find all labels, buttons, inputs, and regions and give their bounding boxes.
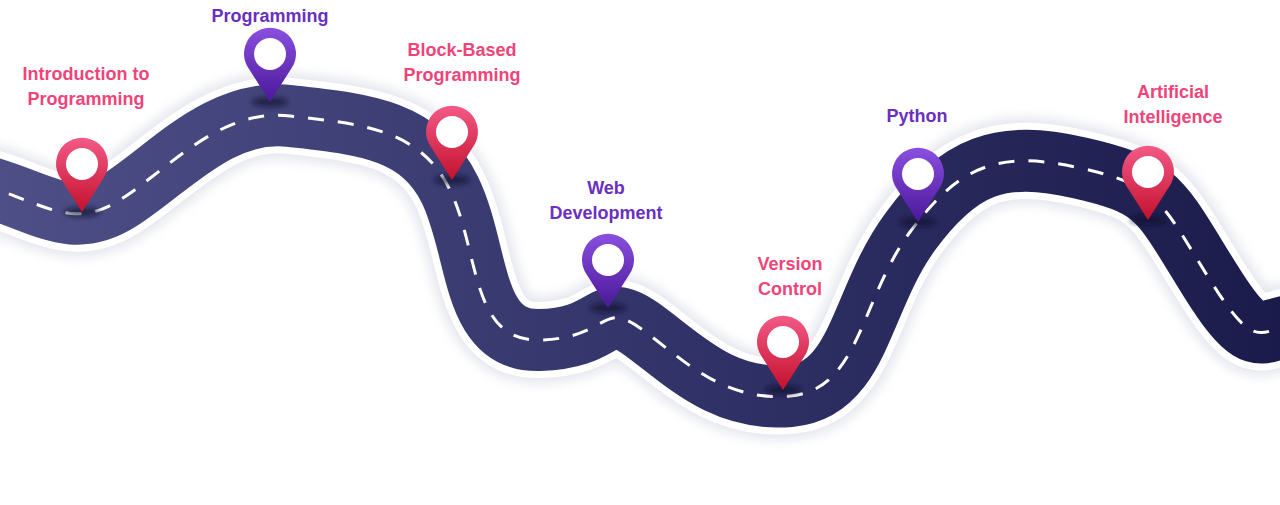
map-pin bbox=[757, 316, 809, 395]
map-pin bbox=[582, 234, 634, 313]
milestone-label: Version Control bbox=[743, 252, 838, 302]
road-center-line bbox=[0, 115, 1280, 396]
milestone-label: Programming bbox=[211, 4, 328, 29]
milestone-label: Artificial Intelligence bbox=[1106, 80, 1241, 130]
map-pin bbox=[426, 106, 478, 185]
milestone-label: Web Development bbox=[534, 176, 679, 226]
map-pin bbox=[244, 28, 296, 107]
milestone-label: Introduction to Programming bbox=[6, 62, 166, 112]
milestone-label: Block-Based Programming bbox=[390, 38, 535, 88]
road-edge bbox=[0, 115, 1280, 396]
road-glow bbox=[0, 115, 1280, 396]
road-surface bbox=[0, 115, 1280, 396]
road bbox=[0, 115, 1280, 396]
map-pin bbox=[56, 138, 108, 217]
milestone-label: Python bbox=[887, 104, 948, 129]
map-pin bbox=[892, 148, 944, 227]
map-pin bbox=[1122, 146, 1174, 225]
